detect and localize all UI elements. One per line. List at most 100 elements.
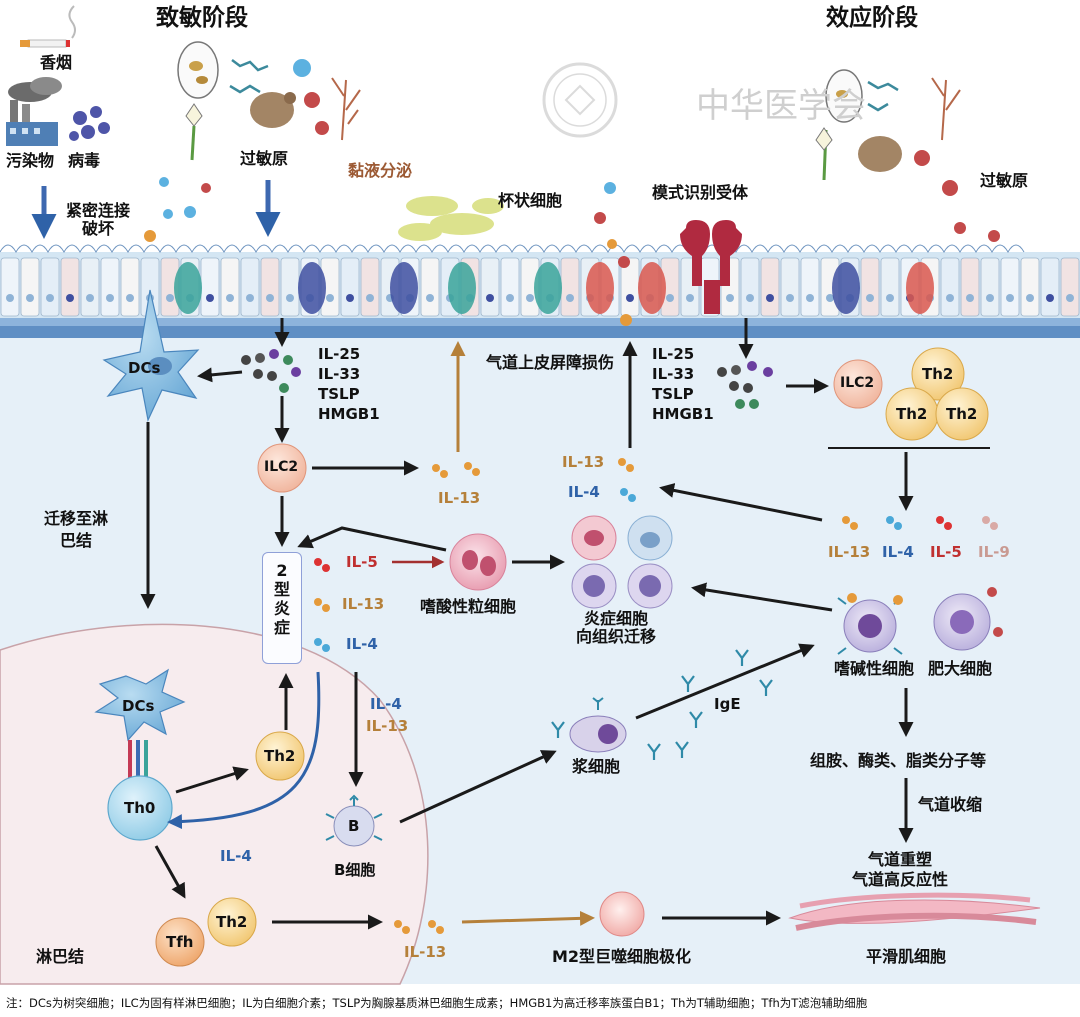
specialized-epithelial-cell: [298, 262, 326, 314]
label-il4-lymph: IL-4: [220, 847, 252, 865]
label-barrier-damage: 气道上皮屏障损伤: [486, 353, 615, 372]
epithelial-cell: [280, 257, 300, 317]
specialized-epithelial-cell: [448, 262, 476, 314]
epithelial-nucleus: [1006, 294, 1014, 302]
epithelial-cell: [880, 257, 900, 317]
label-th2-tfh: Th2: [216, 913, 248, 931]
epithelial-nucleus: [686, 294, 694, 302]
allergen-cluster-left-icon: [177, 41, 361, 161]
label-il4-b: IL-4: [370, 695, 402, 713]
label-th2-c: Th2: [946, 405, 978, 423]
arrow-set: [140, 318, 914, 930]
label-cytokines-right: IL-25 IL-33 TSLP HMGB1: [652, 345, 714, 423]
label-ilc2-left: ILC2: [264, 459, 299, 475]
label-eosinophil: 嗜酸性粒细胞: [420, 597, 517, 616]
basement-membrane-highlight: [0, 318, 1080, 326]
epithelial-nucleus: [486, 294, 494, 302]
epithelial-nucleus: [206, 294, 214, 302]
th0-cell: [107, 775, 173, 841]
epithelial-nucleus: [106, 294, 114, 302]
epithelial-cell: [1000, 257, 1020, 317]
epithelial-cell: [20, 257, 40, 317]
epithelial-nucleus: [1046, 294, 1054, 302]
th2-tfh-cell: [207, 897, 257, 947]
scattered-particles: [144, 177, 1000, 326]
epithelial-cell: [760, 257, 780, 317]
lymph-node-region: [0, 623, 429, 985]
epithelial-nucleus: [46, 294, 54, 302]
epithelial-nucleus: [86, 294, 94, 302]
label-il13-list: IL-13: [342, 595, 385, 613]
tfh-cell: [155, 917, 205, 967]
label-il13-row: IL-13: [828, 543, 871, 561]
dc-top-cell: [102, 289, 200, 422]
ige-antibody-icons: [551, 649, 773, 760]
specialized-epithelial-cell: [174, 262, 202, 314]
epithelial-nucleus: [666, 294, 674, 302]
epithelial-nucleus: [6, 294, 14, 302]
label-remodel: 气道重塑 气道高反应性: [852, 850, 949, 889]
epithelial-cell: [120, 257, 140, 317]
label-th0: Th0: [124, 799, 156, 817]
epithelial-nucleus: [1066, 294, 1074, 302]
epithelial-nucleus: [426, 294, 434, 302]
epithelial-nucleus: [506, 294, 514, 302]
epithelial-cell: [100, 257, 120, 317]
epithelial-cell: [420, 257, 440, 317]
label-ige: IgE: [714, 695, 741, 713]
epithelial-cell: [80, 257, 100, 317]
arrow-gold-m2: [461, 910, 595, 926]
label-il13-center: IL-13: [438, 489, 481, 507]
epithelium-layer: [0, 244, 1080, 318]
epithelial-nucleus: [806, 294, 814, 302]
epithelial-nucleus: [886, 294, 894, 302]
epithelial-cell: [480, 257, 500, 317]
title-sensitization: 致敏阶段: [156, 5, 248, 31]
ilc2-left-cell: [257, 443, 307, 493]
label-dcs-top: DCs: [128, 359, 161, 377]
epithelial-cell: [240, 257, 260, 317]
arrow-blue-il4: [167, 671, 321, 830]
label-il5-row: IL-5: [930, 543, 962, 561]
watermark-seal: [542, 62, 618, 138]
label-th2-lymph: Th2: [264, 747, 296, 765]
factory-icon: [6, 77, 62, 146]
type2-inflammation-box: 2 型 炎 症: [262, 552, 302, 664]
specialized-epithelial-cell: [906, 262, 934, 314]
epithelial-nucleus: [866, 294, 874, 302]
specialized-epithelial-cell: [586, 262, 614, 314]
epithelial-cell: [780, 257, 800, 317]
epithelial-nucleus: [346, 294, 354, 302]
label-basophil: 嗜碱性细胞: [834, 659, 915, 678]
specialized-epithelial-cell: [534, 262, 562, 314]
epithelial-cell: [740, 257, 760, 317]
epithelial-cell: [40, 257, 60, 317]
epithelial-nucleus: [766, 294, 774, 302]
label-smooth-muscle: 平滑肌细胞: [866, 947, 947, 966]
label-inflammatory: 炎症细胞 向组织迁移: [576, 609, 657, 646]
label-pollutants: 污染物: [6, 151, 55, 170]
epithelial-cell: [260, 257, 280, 317]
eosinophil-cell-icon: [449, 533, 507, 591]
inflammatory-cells-icon: [571, 515, 673, 609]
label-migrate: 迁移至淋 巴结: [44, 509, 109, 550]
epithelial-cell: [340, 257, 360, 317]
label-il4-right: IL-4: [568, 483, 600, 501]
epithelial-cell: [60, 257, 80, 317]
epithelial-nucleus: [526, 294, 534, 302]
label-il4-row: IL-4: [882, 543, 914, 561]
epithelial-nucleus: [366, 294, 374, 302]
epithelial-cell: [220, 257, 240, 317]
label-th2-b: Th2: [896, 405, 928, 423]
label-il13-b: IL-13: [366, 717, 409, 735]
label-il5-list: IL-5: [346, 553, 378, 571]
label-mast: 肥大细胞: [928, 659, 993, 678]
label-prr: 模式识别受体: [652, 183, 749, 202]
label-il13-bottom: IL-13: [404, 943, 447, 961]
epithelial-cell: [1020, 257, 1040, 317]
specialized-epithelial-cell: [832, 262, 860, 314]
label-b: B: [348, 817, 360, 835]
epithelial-cell: [500, 257, 520, 317]
cigarette-icon: [20, 5, 76, 48]
